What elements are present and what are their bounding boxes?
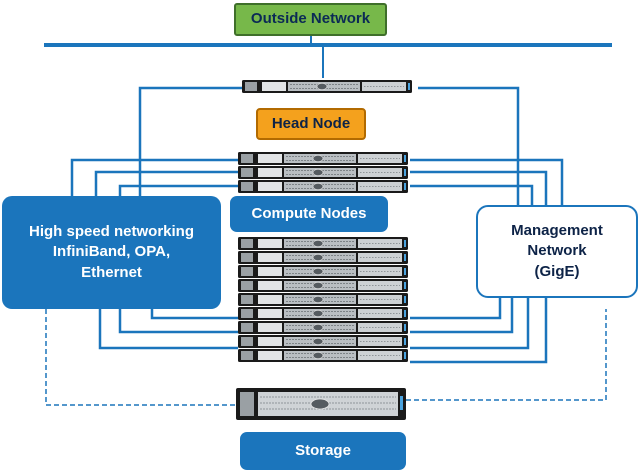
- rack-server-icon: [237, 236, 409, 251]
- high-speed-networking-line: Ethernet: [81, 263, 142, 281]
- management-network-box: Management Network (GigE): [476, 205, 638, 298]
- rack-server-icon: [237, 179, 409, 194]
- high-speed-networking-line: InfiniBand, OPA,: [52, 243, 171, 261]
- head-node-label: Head Node: [256, 108, 366, 140]
- storage-links: [45, 309, 607, 406]
- outside-network-label: Outside Network: [234, 3, 387, 36]
- rack-server-icon: [237, 151, 409, 166]
- high-speed-networking-line: High speed networking: [28, 223, 194, 241]
- compute-nodes-label: Compute Nodes: [230, 196, 388, 232]
- rack-server-icon: [237, 292, 409, 307]
- rack-server-icon: [237, 306, 409, 321]
- rack-server-icon: [237, 348, 409, 363]
- rack-server-icon: [237, 264, 409, 279]
- head-node-server-icon: [241, 79, 413, 94]
- management-network-line: (GigE): [534, 262, 580, 280]
- rack-server-icon: [237, 250, 409, 265]
- rack-server-icon: [237, 165, 409, 180]
- rack-server-icon: [237, 320, 409, 335]
- high-speed-networking-box: High speed networking InfiniBand, OPA, E…: [2, 196, 221, 309]
- management-network-line: Network: [527, 242, 587, 260]
- rack-server-icon: [237, 334, 409, 349]
- management-network-line: Management: [511, 222, 603, 240]
- storage-label: Storage: [240, 432, 406, 470]
- rack-server-icon: [237, 278, 409, 293]
- storage-array-icon: [236, 388, 406, 420]
